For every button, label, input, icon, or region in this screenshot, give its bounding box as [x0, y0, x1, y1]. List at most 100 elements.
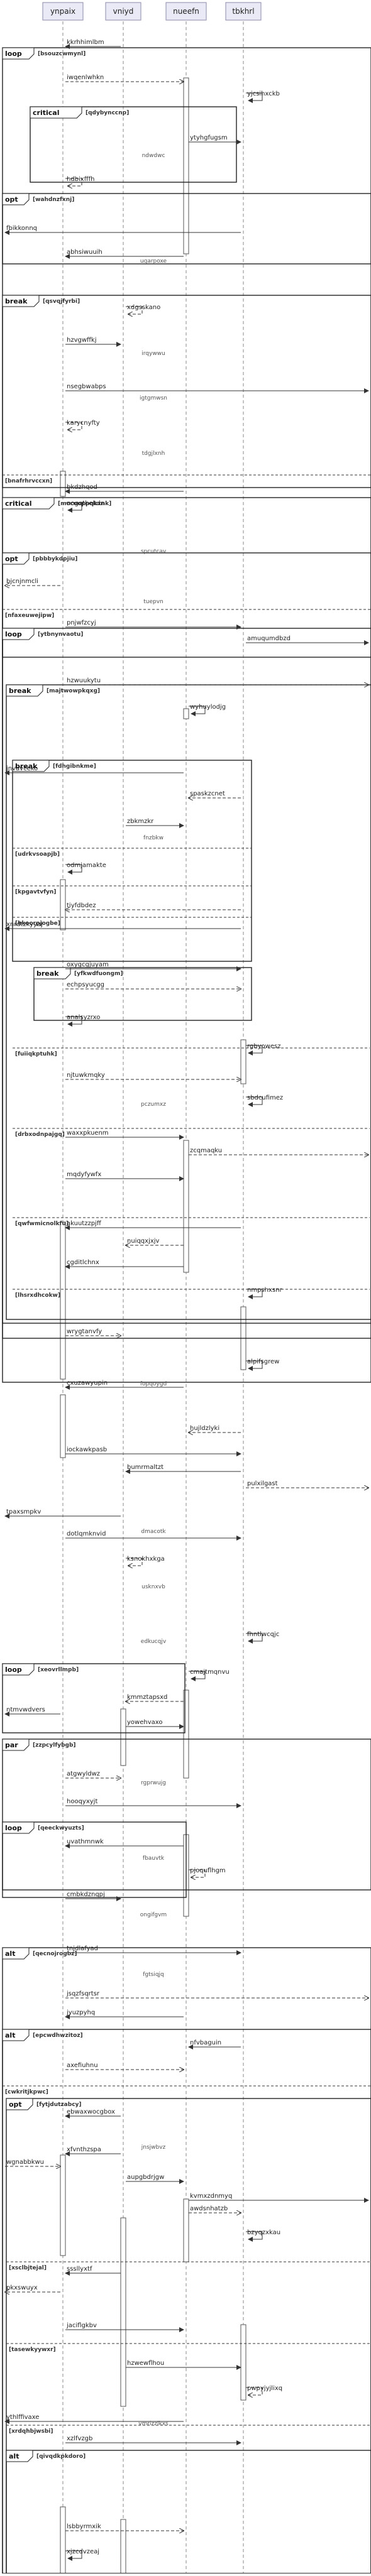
fragment-else: [fuiiqkptuhk] [13, 1047, 370, 1057]
note-text: usknxvb [141, 1584, 165, 1590]
note-text: fnzbkw [143, 835, 163, 841]
fragment-opt: opt [wahdnzfxnj] [2, 193, 371, 265]
message-label: jnvavceko [6, 765, 38, 772]
message-label: kkrhhimlbm [67, 39, 104, 46]
message: nuiqqxjxjv [126, 1238, 184, 1245]
message-label: spaskzcnet [190, 790, 225, 797]
note-text: rgprwujg [141, 1780, 166, 1786]
message: analsyzrxo [65, 1014, 100, 1027]
message: pnjwfzcyj [65, 619, 241, 630]
note-text: jnsjwbvz [141, 2144, 166, 2151]
message-label: uvathmnwk [67, 1838, 104, 1845]
message: kvmxzdnmyq [189, 2193, 369, 2203]
message-label: cmbkdznqpj [67, 1891, 105, 1898]
message-label: njtuwkmqky [67, 1072, 105, 1079]
message-label: bumrmaltzt [127, 1464, 163, 1471]
fragment-guard: [majtwowpkqxg] [47, 688, 100, 694]
message-label: wgnabbkwu [6, 2159, 44, 2166]
message: cxuzawyupin [65, 1380, 184, 1390]
message: pulxilgast [246, 1480, 368, 1488]
fragment-keyword: opt [5, 555, 18, 563]
message-label: hzvgwffkj [67, 337, 97, 344]
message: nfvbaguin [188, 2039, 241, 2049]
note-text: fopqoygd [140, 1381, 167, 1387]
message: xdgsskano [126, 304, 160, 314]
message-label: nfvbaguin [190, 2039, 221, 2046]
message-label: bjcnjnmcli [6, 578, 38, 585]
fragment-guard: [qivqdkpkdoro] [36, 2453, 86, 2460]
message: karycnyfty [65, 420, 100, 430]
activation-bar [60, 2154, 66, 2256]
message: awdsnhatzb [189, 2205, 241, 2213]
fragment-keyword: loop [5, 50, 22, 58]
message: pjoquflhgm [189, 1867, 226, 1877]
fragment-guard: [hkoorpjogbe] [15, 920, 60, 927]
message-label: pnjwfzcyj [67, 619, 96, 626]
message: yowehvaxo [126, 1719, 184, 1729]
message: abhsiwuuih [65, 249, 184, 259]
message-label: yjcsihxckb [247, 90, 280, 97]
fragment-guard: [epcwdhwzitoz] [33, 2033, 83, 2039]
fragment-guard: [qeeckwyuzts] [38, 1825, 84, 1831]
fragment-guard: [qecnojrogbz] [33, 1951, 77, 1957]
message: pwpyjyjlixq [246, 2385, 282, 2395]
activation-bar [183, 708, 189, 719]
message: waxxpkuenm [65, 1130, 184, 1140]
message-label: fbikkonnq [6, 225, 37, 232]
message-label: sssllyxtf [67, 2266, 92, 2273]
message: odmjamakte [65, 862, 106, 875]
message-label: echpsyucgg [67, 981, 104, 988]
activation-bar [60, 879, 66, 931]
message-label: pkxswuyx [6, 2284, 38, 2291]
message-label: zcqmaqku [190, 1147, 222, 1154]
fragment-guard: [qdybynccnp] [86, 110, 129, 116]
activation-bars [60, 77, 246, 2574]
message-label: hdbixfffh [67, 176, 94, 183]
message: wyhuylodjg [189, 704, 226, 716]
message-label: nsegbwabps [67, 383, 106, 390]
message-label: hzwuukytu [67, 677, 101, 684]
message: tpaxsmpkv [4, 1509, 121, 1519]
message: wrygtanvfy [65, 1328, 121, 1336]
fragment-keyword: loop [5, 630, 22, 638]
note-text: igtgmwsn [140, 395, 167, 401]
fragment-else: [tasewkyywxr] [6, 2343, 371, 2353]
message-label: cmajtmqnvu [190, 1669, 230, 1676]
fragment-keyword: alt [9, 2452, 19, 2460]
message: zbkmzkr [126, 818, 184, 828]
fragment-guard: [fytjdutzabcy] [36, 2102, 82, 2108]
message-label: ksnokhxkga [127, 1556, 165, 1563]
message: ntmvwdvers [4, 1706, 60, 1716]
message-label: pwpyjyjlixq [247, 2385, 282, 2392]
fragment-else: [xsclbjtejal] [6, 2261, 371, 2271]
message: yjcsihxckb [246, 90, 280, 103]
fragment-keyword: loop [5, 1666, 22, 1674]
message-label: ebwaxwocgbox [67, 2109, 115, 2115]
fragment-keyword: critical [5, 499, 31, 508]
activation-bar [60, 1221, 66, 1380]
message: wgnabbkwu [5, 2159, 60, 2166]
fragment-guard: [drbxodnpajgq] [15, 1132, 65, 1138]
fragment-else: [cwkritjkpwc] [3, 2085, 371, 2095]
fragment-guard: [nfaxeuwejipw] [5, 613, 54, 619]
message-label: tpaxsmpkv [6, 1509, 41, 1515]
note-text: ugarpoxe [140, 258, 167, 265]
message: lsbbyrmxik [65, 2523, 184, 2531]
fragment-loop: loop[qeeckwyuzts] [2, 1821, 187, 1898]
message: axefiuhnu [65, 2062, 184, 2070]
message: ytyhgfugsm [189, 134, 241, 145]
message-label: axefiuhnu [67, 2062, 98, 2069]
message: rgbyowesz [246, 1043, 280, 1056]
message-label: rgbyowesz [247, 1043, 280, 1050]
fragment-keyword: opt [9, 2100, 22, 2109]
message: jnvavceko [4, 765, 184, 775]
message: aupgbdrjgw [126, 2174, 184, 2184]
fragment-keyword: opt [5, 195, 18, 204]
message-label: pjoquflhgm [190, 1867, 226, 1874]
message-label: amuqumdbzd [247, 635, 291, 642]
message: dotlqmknvid [65, 1531, 241, 1541]
message: jaciflgkbv [65, 2322, 184, 2332]
fragment-guard: [wahdnzfxnj] [33, 197, 74, 203]
activation-bar [183, 77, 189, 254]
